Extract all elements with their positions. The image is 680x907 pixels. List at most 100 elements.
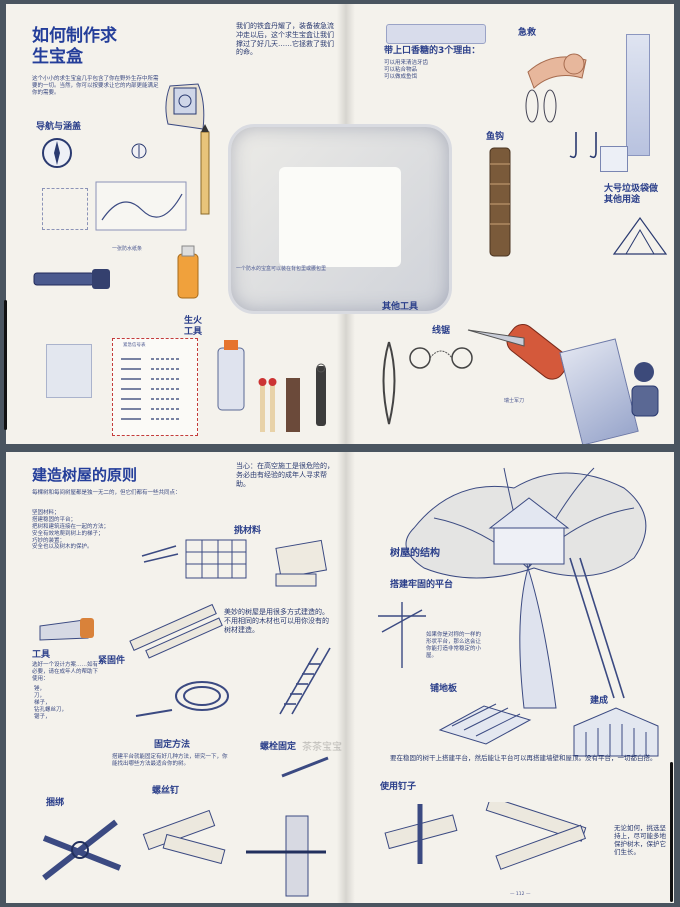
compass-icon xyxy=(42,138,72,168)
section-other-tools: 其他工具 xyxy=(382,302,419,312)
map-paper-illustration xyxy=(95,181,187,231)
survival-tin-illustration xyxy=(228,124,452,314)
section-fixing: 固定方法 xyxy=(154,740,191,750)
bandage-strip-illustration xyxy=(626,34,650,156)
safety-pins-icon xyxy=(525,89,557,123)
structure-note: 如果你是对称的一样的形状平台，那么这会让你能打造非常稳定的小屋。 xyxy=(426,632,482,659)
carabiner-coil-illustration xyxy=(382,341,396,425)
gum-reason-1: 可以用来清洁牙齿 xyxy=(384,60,429,66)
striker-strip xyxy=(286,378,300,432)
section-navigation: 导航与涵盖 xyxy=(36,122,82,132)
section-wire-saw: 线锯 xyxy=(432,326,451,336)
bottom-intro: 每棵树和每间树屋都是独一无二的，但它们都有一些共同点： xyxy=(32,490,181,496)
gum-reason-2: 可以粘合物品 xyxy=(384,66,418,73)
section-lashing: 捆绑 xyxy=(46,798,65,808)
tin-caption: 一个防水的宝盒可以装在背包里或腰包里 xyxy=(236,266,327,272)
top-quote: 我们的铁盒丹耀了，装备被急流冲走以后，这个求生宝盒让我们撑过了好几天……它拯救了… xyxy=(236,22,334,57)
fishing-line-spool xyxy=(489,147,511,257)
principle-5: 巧妙的装置； xyxy=(32,537,66,544)
platform-frame-illustration xyxy=(378,602,426,668)
section-floor: 铺地板 xyxy=(430,684,458,694)
dashed-note-box xyxy=(42,188,88,230)
floor-deck-illustration xyxy=(438,703,532,745)
signal-card: 紧急信号表 xyxy=(112,338,198,436)
right-binder-clip xyxy=(670,762,673,902)
lashing-illustration xyxy=(42,819,122,881)
pencil-sharpener-illustration xyxy=(177,245,199,299)
bolt-through-trunk-illustration xyxy=(246,815,326,897)
section-gum-reasons: 带上口香糖的3个理由： xyxy=(384,46,481,56)
tool-1: 锤， xyxy=(34,686,46,692)
principle-6: 安全也以及树木的保护。 xyxy=(32,544,93,551)
bottom-quote: 当心：在高空施工是很危险的，务必由有经验的成年人寻求帮助。 xyxy=(236,462,334,488)
shelter-sketch xyxy=(612,216,668,255)
bolt-icon xyxy=(281,756,329,778)
platform-note: 要在稳固的树干上搭建平台，然后能让平台可以再搭建墙壁和屋顶。没有平台，一切都白搭… xyxy=(390,754,657,762)
beam-fixing-illustration xyxy=(142,809,226,865)
section-tools: 工具 xyxy=(32,650,51,660)
rope-and-bolts-illustration xyxy=(135,681,229,717)
flint-rod-illustration xyxy=(316,363,326,426)
matches-illustration xyxy=(258,378,277,432)
twigs-illustration xyxy=(141,545,179,563)
mirror-illustration xyxy=(46,344,92,398)
left-binder-clip xyxy=(4,300,7,430)
whistle-illustration xyxy=(631,362,659,417)
bandage-roll-illustration xyxy=(527,53,587,89)
tool-5: 锯子， xyxy=(34,713,51,720)
tool-3: 梯子， xyxy=(34,699,51,706)
section-use-nails: 使用钉子 xyxy=(380,782,417,792)
tools-list: 锤， 刀， 梯子， 钻孔螺丝刀， 锯子， xyxy=(34,686,94,720)
principle-4: 安全有效地爬到树上的梯子； xyxy=(32,530,104,537)
signal-code-lines xyxy=(121,358,181,420)
section-fishing: 鱼钩 xyxy=(486,132,505,142)
pill-pack-illustration xyxy=(600,146,628,172)
lattice-panel-illustration xyxy=(185,539,247,579)
top-page-title: 如何制作求生宝盒 xyxy=(32,26,117,68)
joint-detail-illustration xyxy=(485,802,587,870)
principle-2: 搭建稳固的平台； xyxy=(32,516,77,523)
bottom-gutter xyxy=(337,452,355,903)
flashlight-caption: 一张防水纸条 xyxy=(112,246,143,252)
knife-caption: 瑞士军刀 xyxy=(504,398,525,404)
flashlight-illustration xyxy=(33,269,110,289)
treehouse-tree-illustration xyxy=(405,467,647,709)
hand-gps-illustration xyxy=(165,83,205,130)
tools-note: 选好一个设计方案……如有必要，请在成年人的帮助下使用： xyxy=(32,662,99,682)
frame-parts-illustration xyxy=(275,539,328,587)
section-rope: 紧固件 xyxy=(98,656,126,666)
fish-hooks-icon xyxy=(569,132,597,159)
finished-cabin-illustration xyxy=(573,707,659,757)
watermark: 茶茶宝宝 xyxy=(302,742,342,753)
section-treehouse-structure: 树屋的结构 xyxy=(390,548,440,559)
ladder-illustration xyxy=(279,647,331,715)
principle-3: 把树和建筑连接在一起的方法； xyxy=(32,523,110,530)
section-bolts: 螺栓固定 xyxy=(260,742,297,752)
section-build: 建成 xyxy=(590,696,609,706)
tin-inner-paper xyxy=(279,167,401,267)
principles-list: 坚固材料； 搭建稳固的平台； 把树和建筑连接在一起的方法； 安全有效地爬到树上的… xyxy=(32,510,152,551)
top-book-spread: 如何制作求生宝盒 这个小小的求生宝盒几乎包含了你在野外生存中所需要的一切。当然，… xyxy=(6,4,674,444)
page-number: — 112 — xyxy=(510,892,531,897)
pencil-illustration xyxy=(200,124,210,215)
lighter-illustration xyxy=(217,340,245,411)
signal-card-title: 紧急信号表 xyxy=(123,343,146,348)
top-intro: 这个小小的求生宝盒几乎包含了你在野外生存中所需要的一切。当然，你可以按要求让它的… xyxy=(32,76,159,96)
tool-2: 刀， xyxy=(34,692,46,699)
principle-1: 坚固材料； xyxy=(32,510,60,516)
section-materials: 挑材料 xyxy=(234,526,262,536)
safety-note: 无论如何，挑选坚持上，尽可能多地保护树木，保护它们生长。 xyxy=(614,824,666,857)
saw-icon xyxy=(39,618,94,641)
bottom-page-title: 建造树屋的原则 xyxy=(32,466,138,484)
bottom-book-spread: 建造树屋的原则 每棵树和每间树屋都是独一无二的，但它们都有一些共同点： 坚固材料… xyxy=(6,452,674,903)
wire-saw-illustration xyxy=(409,347,473,369)
fixing-note: 搭建平台就能固定有好几种方法，研究一下，你能找出哪些方法最适合你的树。 xyxy=(112,754,228,767)
planks-illustration xyxy=(129,603,223,659)
section-stable-platform: 搭建牢固的平台 xyxy=(390,580,454,590)
small-compass-icon xyxy=(131,143,147,159)
gum-reason-3: 可以做成鱼饵 xyxy=(384,73,418,80)
section-first-aid: 急救 xyxy=(518,28,537,38)
section-fire-starter: 生火工具 xyxy=(184,316,203,338)
nailed-beam-illustration xyxy=(384,804,458,864)
materials-note: 美妙的树屋是用很多方式建造的。不用相同的木材也可以用你没有的树材建造。 xyxy=(224,608,329,634)
